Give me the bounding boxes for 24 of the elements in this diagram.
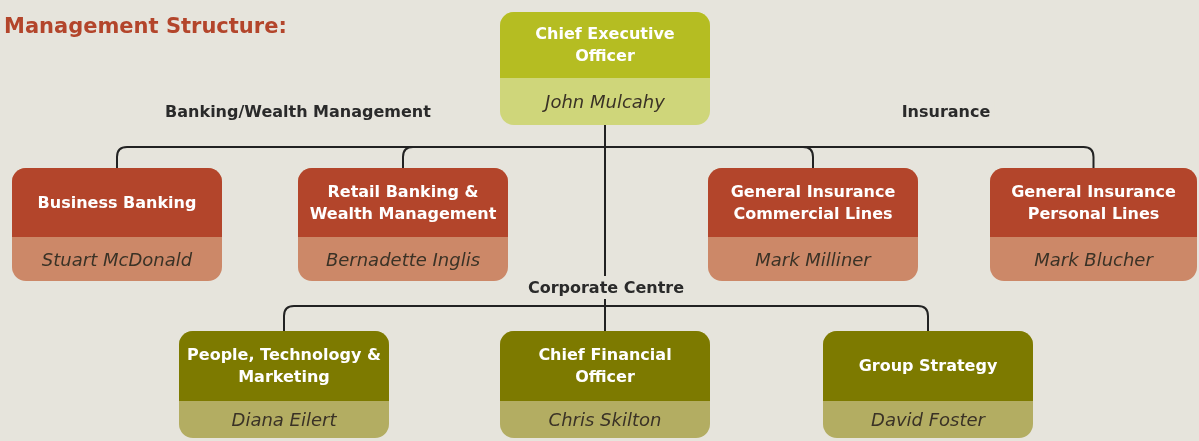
person-name: David Foster [871, 409, 985, 430]
role-title: Business Banking [37, 191, 197, 214]
person-name: Diana Eilert [231, 409, 337, 430]
role-title: Retail Banking & Wealth Management [308, 180, 498, 225]
role-title: Chief Executive Officer [534, 23, 676, 67]
role-title: People, Technology & Marketing [186, 344, 382, 388]
role-title: General Insurance Commercial Lines [729, 180, 897, 225]
org-box [298, 168, 508, 281]
org-box [500, 331, 710, 438]
person-name: Chris Skilton [548, 409, 662, 430]
title: Management Structure: [4, 14, 287, 38]
org-box [990, 168, 1197, 281]
person-name: Bernadette Inglis [325, 248, 481, 270]
org-box [823, 331, 1033, 438]
org-box [12, 168, 222, 281]
role-title: Group Strategy [858, 355, 998, 377]
person-name: Stuart McDonald [41, 248, 193, 270]
person-name: Mark Milliner [755, 248, 871, 270]
org-box [179, 331, 389, 438]
role-title: General Insurance Personal Lines [1010, 180, 1177, 225]
org-box [500, 12, 710, 125]
role-title: Chief Financial Officer [537, 344, 673, 388]
org-box [708, 168, 918, 281]
person-name: Mark Blucher [1034, 248, 1153, 270]
